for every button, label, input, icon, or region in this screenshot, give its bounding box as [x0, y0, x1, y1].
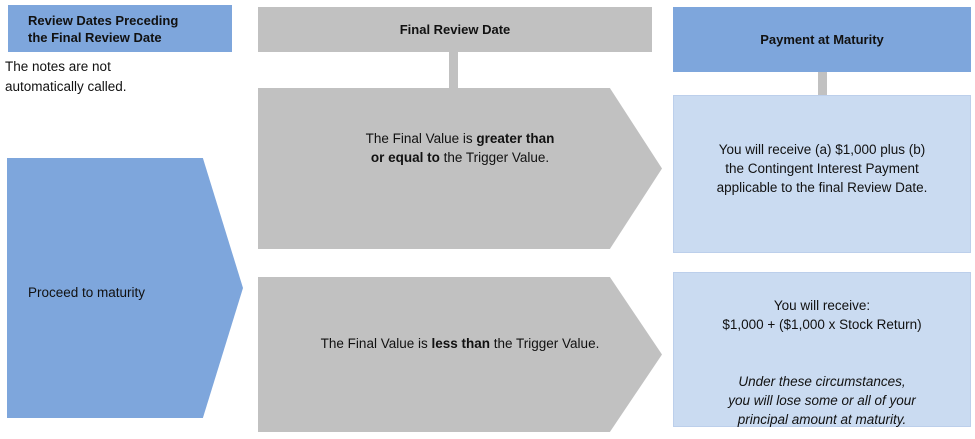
payment-box-stock-return: You will receive: $1,000 + ($1,000 x Sto…	[673, 272, 971, 427]
header-final-review-date: Final Review Date	[258, 7, 652, 52]
arrow-final-value-lt-trigger-label: The Final Value is less than the Trigger…	[320, 336, 600, 351]
proceed-to-maturity-arrow: Proceed to maturity	[7, 158, 243, 418]
note-not-called: The notes are not automatically called.	[5, 59, 127, 94]
arrow-final-value-lt-trigger: The Final Value is less than the Trigger…	[258, 277, 662, 432]
connector-payment-maturity	[818, 72, 827, 95]
payment-box-loss-warning: Under these circumstances, you will lose…	[728, 374, 916, 427]
payment-box-stock-return-text: You will receive: $1,000 + ($1,000 x Sto…	[722, 298, 922, 332]
proceed-to-maturity-label: Proceed to maturity	[28, 284, 146, 300]
header-review-dates: Review Dates Preceding the Final Review …	[8, 5, 232, 52]
payment-box-contingent-interest: You will receive (a) $1,000 plus (b) the…	[673, 95, 971, 253]
arrow-final-value-gte-trigger-label: The Final Value is greater than or equal…	[365, 130, 555, 165]
payment-box-contingent-interest-text: You will receive (a) $1,000 plus (b) the…	[716, 142, 928, 195]
connector-final-review	[449, 52, 458, 88]
header-payment-at-maturity: Payment at Maturity	[673, 7, 971, 72]
arrow-final-value-gte-trigger: The Final Value is greater than or equal…	[258, 88, 662, 249]
